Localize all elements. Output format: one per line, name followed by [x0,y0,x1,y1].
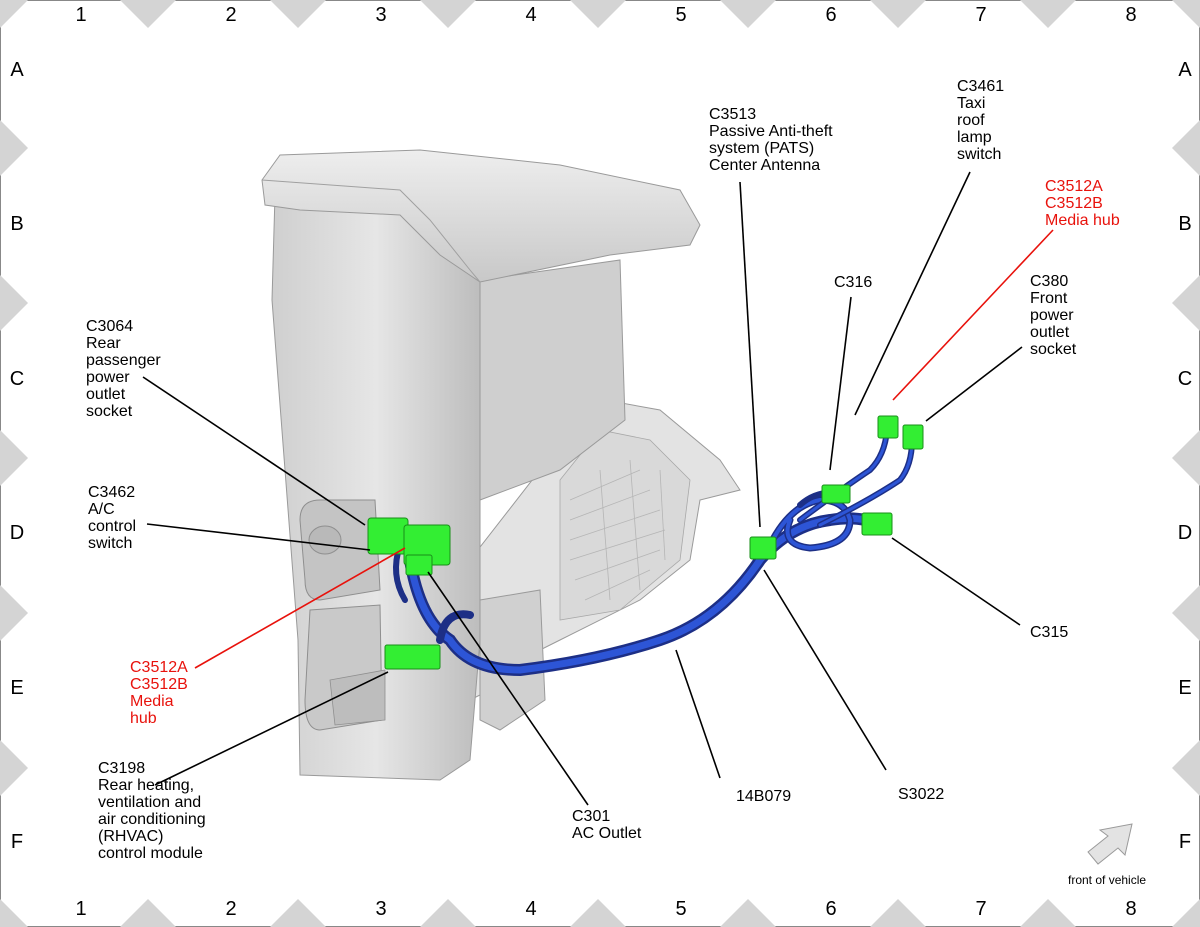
grid-row-left-b: B [10,213,24,235]
callout-s3022: S3022 [898,786,945,803]
callout-c315: C315 [1030,624,1069,641]
grid-col-top-5: 5 [675,4,687,26]
grid-col-top-2: 2 [225,4,237,26]
callout-c3461: C3461 Taxi roof lamp switch [957,78,1005,163]
grid-col-top-8: 8 [1125,4,1137,26]
grid-col-top-6: 6 [825,4,837,26]
callout-c380: C380 Front power outlet socket [1030,273,1077,358]
grid-row-right-b: B [1178,213,1192,235]
grid-col-bottom-7: 7 [975,898,987,920]
grid-col-top-4: 4 [525,4,537,26]
grid-row-right-d: D [1177,522,1193,544]
grid-col-top-1: 1 [75,4,87,26]
callout-c3513: C3513 Passive Anti-theft system (PATS) C… [709,106,833,174]
grid-col-bottom-3: 3 [375,898,387,920]
callout-c316: C316 [834,274,873,291]
grid-col-top-3: 3 [375,4,387,26]
grid-row-left-d: D [9,522,25,544]
grid-col-top-7: 7 [975,4,987,26]
grid-col-bottom-8: 8 [1125,898,1137,920]
callout-c301: C301 AC Outlet [572,808,642,842]
grid-row-left-e: E [10,677,24,699]
leader-lines [142,171,1023,806]
grid-col-bottom-1: 1 [75,898,87,920]
callout-c3064: C3064 Rear passenger power outlet socket [86,318,161,420]
connectors [367,415,924,670]
center-console [261,149,741,781]
callout-media-hub-right: C3512A C3512B Media hub [1045,178,1120,229]
front-of-vehicle-arrow [1087,823,1133,865]
callout-media-hub-left: C3512A C3512B Media hub [130,659,188,727]
grid-row-left-a: A [10,59,24,81]
front-of-vehicle-label: front of vehicle [1068,873,1147,887]
media-hub-leader-lines [194,229,1054,669]
grid-col-bottom-4: 4 [525,898,537,920]
grid-row-right-a: A [1178,59,1192,81]
callout-14b079: 14B079 [736,788,792,805]
grid-col-bottom-5: 5 [675,898,687,920]
grid-col-bottom-6: 6 [825,898,837,920]
grid-row-left-f: F [10,831,24,853]
grid-row-left-c: C [9,368,25,390]
grid-row-right-c: C [1177,368,1193,390]
callout-c3198: C3198 Rear heating, ventilation and air … [98,760,206,862]
grid-row-right-e: E [1178,677,1192,699]
callout-c3462: C3462 A/C control switch [88,484,137,552]
grid-row-right-f: F [1178,831,1192,853]
grid-col-bottom-2: 2 [225,898,237,920]
